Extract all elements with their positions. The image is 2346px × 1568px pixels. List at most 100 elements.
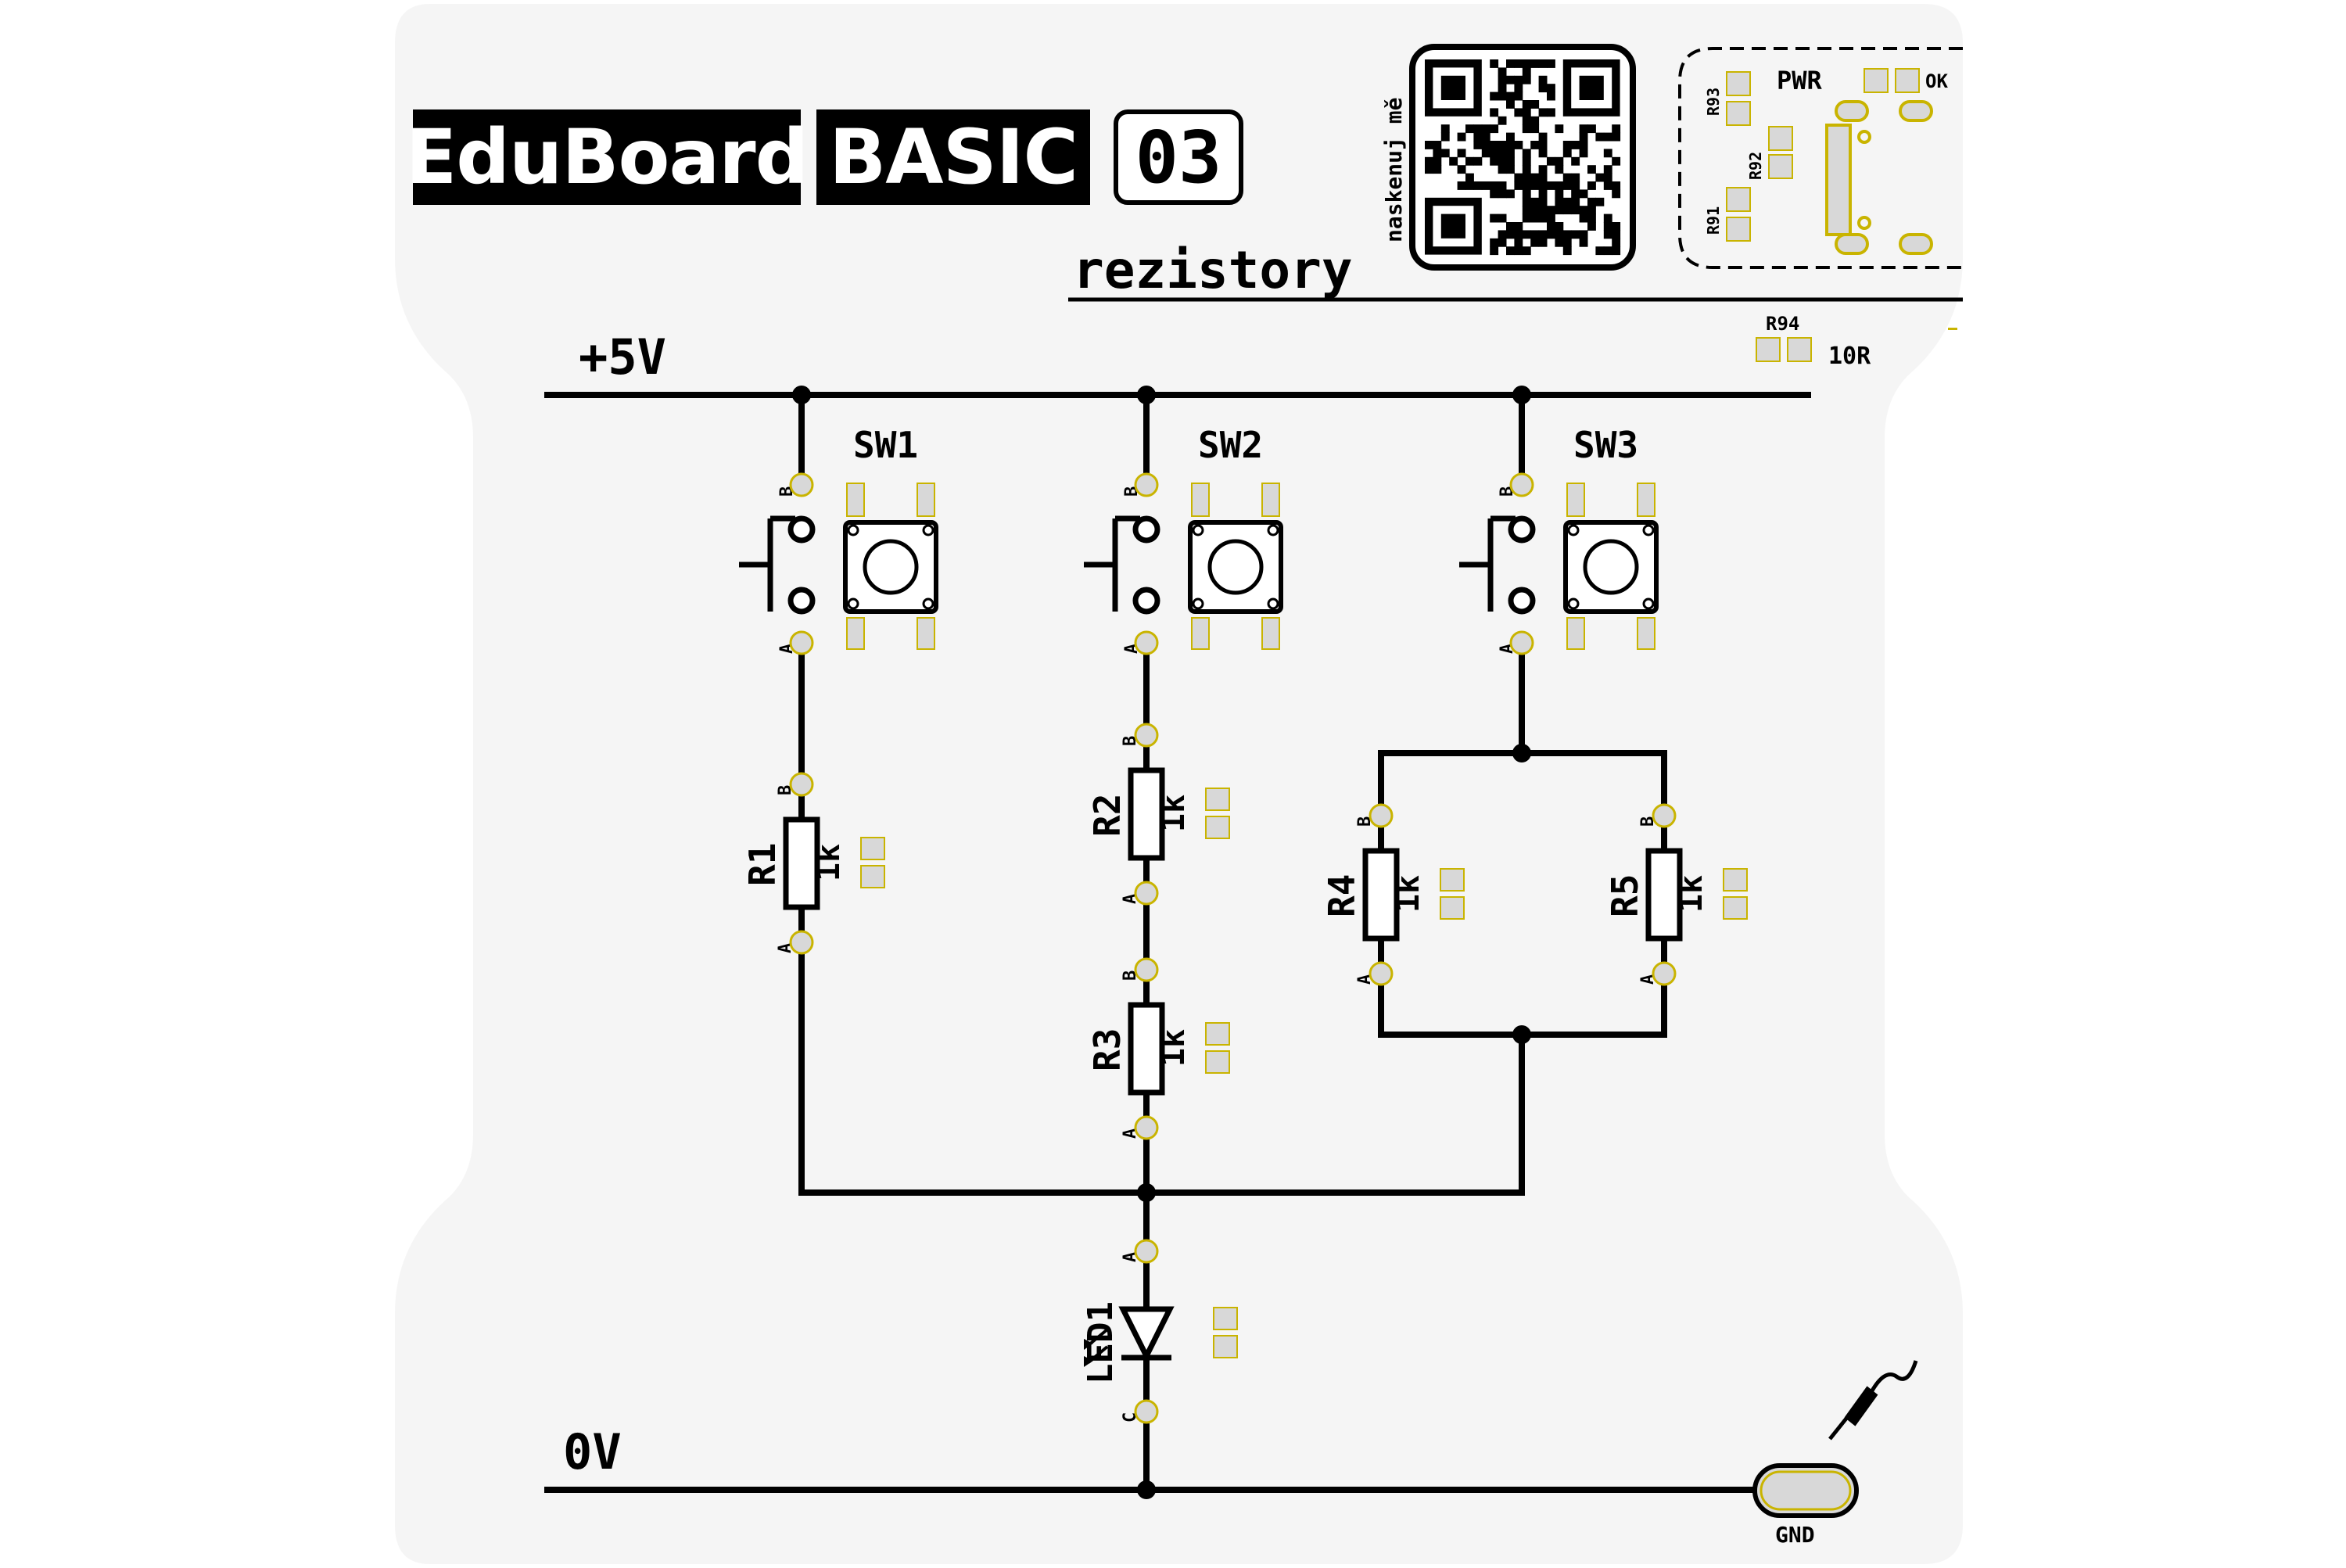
resistor-r3 <box>1128 970 1165 1128</box>
led1-diode <box>1084 1251 1175 1412</box>
r93-label: R93 <box>1704 88 1723 116</box>
smd-pad <box>860 865 885 888</box>
title-series: BASIC <box>816 109 1090 205</box>
r3-pin-a[interactable] <box>1134 1115 1159 1140</box>
smd-pad <box>846 483 865 517</box>
junction-dot <box>1512 744 1531 762</box>
rail-bottom-label: 0V <box>563 1423 622 1480</box>
smd-pad <box>1637 483 1655 517</box>
smd-pad <box>1726 217 1751 242</box>
r3-label: R3 <box>1086 1028 1128 1071</box>
smd-pad <box>1213 1335 1238 1358</box>
sw1-pin-b[interactable] <box>789 472 814 497</box>
r1-pin-b[interactable] <box>789 772 814 797</box>
rail-top-label: +5V <box>579 328 666 386</box>
led1-pin-c[interactable] <box>1134 1399 1159 1424</box>
smd-pad <box>1205 1022 1230 1046</box>
r2-pin-b[interactable] <box>1134 723 1159 748</box>
smd-pad <box>1726 101 1751 126</box>
smd-pad <box>1756 337 1781 362</box>
r4-pin-a[interactable] <box>1368 961 1394 986</box>
r5-value: 1k <box>1673 875 1709 913</box>
r1-value: 1k <box>811 844 847 881</box>
title-number: 03 <box>1114 109 1243 205</box>
junction-dot <box>1137 1183 1156 1202</box>
r5-label: R5 <box>1604 874 1646 917</box>
junction-dot <box>792 386 811 404</box>
switch-sw3[interactable] <box>1459 515 1659 615</box>
r91-label: R91 <box>1704 206 1723 235</box>
subtitle-text: rezistory <box>1073 240 1353 300</box>
r2-pin-a[interactable] <box>1134 881 1159 906</box>
r92-label: R92 <box>1746 152 1765 180</box>
smd-pad <box>1637 617 1655 650</box>
sw1-pin-a[interactable] <box>789 630 814 655</box>
r2-value: 1k <box>1156 795 1192 832</box>
smd-pad <box>917 617 935 650</box>
r3-value: 1k <box>1156 1029 1192 1067</box>
resistor-r4 <box>1362 816 1400 974</box>
r4-value: 1k <box>1390 875 1426 913</box>
smd-pad <box>1205 816 1230 839</box>
sw2-pin-a[interactable] <box>1134 630 1159 655</box>
switch-sw2[interactable] <box>1084 515 1283 615</box>
sw3-label: SW3 <box>1573 424 1638 466</box>
smd-pad <box>1895 68 1920 93</box>
sw2-pin-b[interactable] <box>1134 472 1159 497</box>
smd-pad <box>1787 337 1812 362</box>
qr-code <box>1409 44 1636 271</box>
qr-caption: naskenuj mě <box>1381 98 1407 242</box>
smd-pad <box>1726 71 1751 96</box>
r4-label: R4 <box>1321 874 1363 917</box>
smd-pad <box>860 837 885 860</box>
smd-pad <box>1191 617 1210 650</box>
gnd-test-point[interactable] <box>1752 1463 1859 1518</box>
smd-pad <box>1566 483 1585 517</box>
led1-label: LED1 <box>1081 1301 1121 1384</box>
smd-pad <box>1440 868 1465 892</box>
smd-pad <box>917 483 935 517</box>
junction-dot <box>1137 1480 1156 1499</box>
probe-icon <box>1828 1360 1918 1441</box>
led1-pin-a[interactable] <box>1134 1239 1159 1264</box>
junction-dot <box>1137 386 1156 404</box>
smd-pad <box>1205 788 1230 811</box>
sw3-pin-a[interactable] <box>1509 630 1534 655</box>
smd-pad <box>1440 896 1465 920</box>
r5-pin-a[interactable] <box>1652 961 1677 986</box>
smd-pad <box>1213 1307 1238 1330</box>
smd-pad <box>1864 68 1889 93</box>
smd-pad <box>1723 868 1748 892</box>
smd-pad <box>1768 126 1793 151</box>
r2-label: R2 <box>1086 794 1128 837</box>
r1-pin-a[interactable] <box>789 930 814 955</box>
usb-connector <box>1825 100 1933 255</box>
smd-pad <box>1205 1050 1230 1074</box>
smd-pad <box>1726 187 1751 212</box>
r94-label: R94 <box>1766 313 1799 335</box>
smd-pad <box>1768 154 1793 179</box>
resistor-r1 <box>783 784 820 942</box>
smd-pad <box>1261 483 1280 517</box>
r3-pin-b[interactable] <box>1134 957 1159 982</box>
smd-pad <box>1191 483 1210 517</box>
r5-pin-b[interactable] <box>1652 803 1677 828</box>
smd-pad <box>1566 617 1585 650</box>
gnd-label: GND <box>1775 1522 1815 1548</box>
title-brand: EduBoard <box>406 109 809 205</box>
junction-dot <box>1512 1025 1531 1044</box>
smd-pad <box>1261 617 1280 650</box>
r1-label: R1 <box>741 843 784 886</box>
pwr-label: PWR <box>1777 66 1823 95</box>
sw3-pin-b[interactable] <box>1509 472 1534 497</box>
sw1-label: SW1 <box>853 424 918 466</box>
smd-pad <box>1948 328 1957 330</box>
smd-pad <box>1723 896 1748 920</box>
r94-value: 10R <box>1828 343 1871 370</box>
power-block-outline <box>1678 47 1963 269</box>
r4-pin-b[interactable] <box>1368 803 1394 828</box>
switch-sw1[interactable] <box>739 515 938 615</box>
sw2-label: SW2 <box>1198 424 1263 466</box>
